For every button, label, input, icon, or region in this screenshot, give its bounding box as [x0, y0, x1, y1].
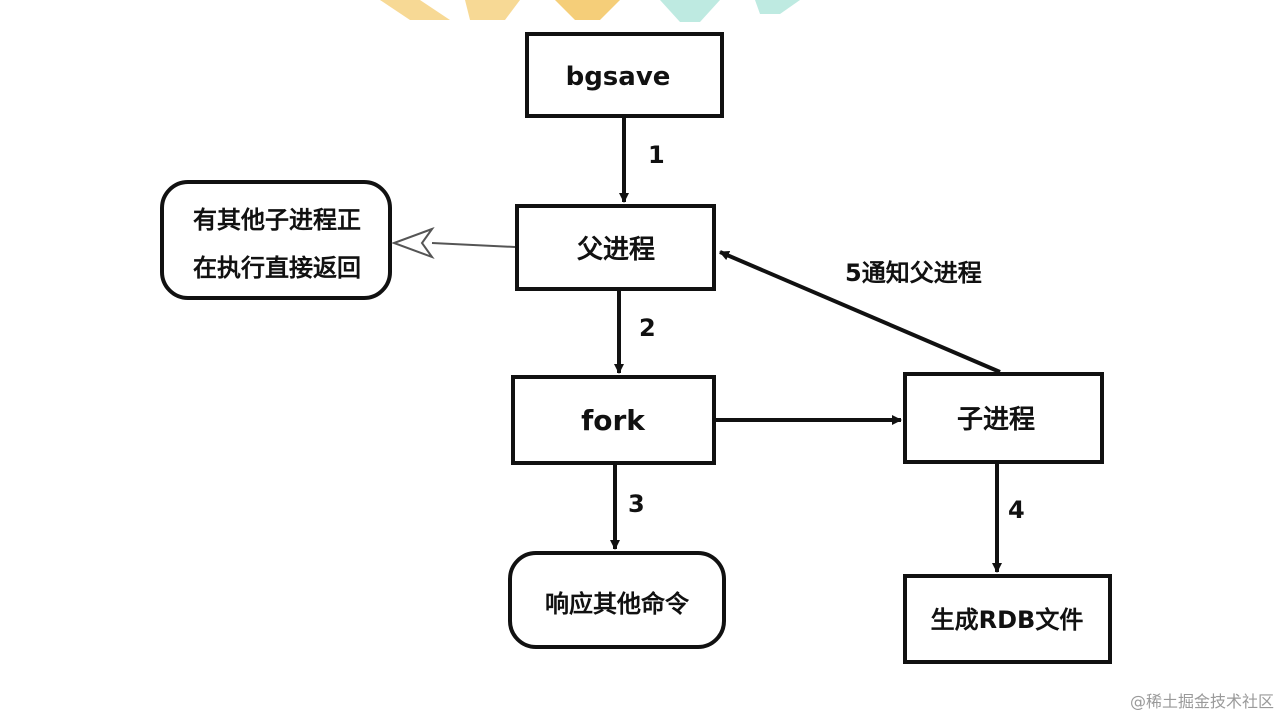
- respond-other-commands-label: 响应其他命令: [545, 590, 690, 618]
- edge-label-step3: 3: [628, 490, 645, 518]
- logo-shape-yellow: [465, 0, 520, 20]
- bgsave-box: [525, 32, 724, 118]
- hollow-arrowhead-icon: [391, 226, 435, 260]
- parent-process-label: 父进程: [577, 235, 655, 265]
- other-child-running-line2: 在执行直接返回: [193, 254, 361, 282]
- edge-label-step2: 2: [639, 314, 656, 342]
- edge-label-step5: 5通知父进程: [845, 259, 982, 287]
- child-process-box: [903, 372, 1104, 464]
- respond-other-commands-box: [508, 551, 726, 649]
- child-process-label: 子进程: [957, 405, 1035, 435]
- generate-rdb-label: 生成RDB文件: [931, 606, 1084, 634]
- other-child-running-box: [160, 180, 392, 300]
- fork-label: fork: [581, 404, 646, 437]
- edge-parent-to-other-child: [431, 242, 516, 248]
- logo-shape-yellow: [380, 0, 450, 20]
- watermark: @稀土掘金技术社区: [1129, 692, 1274, 711]
- logo-shape-yellow: [555, 0, 620, 20]
- other-child-running-line1: 有其他子进程正: [193, 206, 361, 234]
- edge-label-step1: 1: [648, 141, 665, 169]
- logo-shape-teal: [660, 0, 720, 22]
- edge-child-notify-parent: [719, 250, 1001, 374]
- fork-box: [511, 375, 716, 465]
- bgsave-label: bgsave: [566, 62, 671, 92]
- logo-shape-teal: [755, 0, 800, 14]
- generate-rdb-box: [903, 574, 1112, 664]
- logo-decoration: [380, 0, 800, 22]
- parent-process-box: [515, 204, 716, 291]
- edge-label-step4: 4: [1008, 496, 1025, 524]
